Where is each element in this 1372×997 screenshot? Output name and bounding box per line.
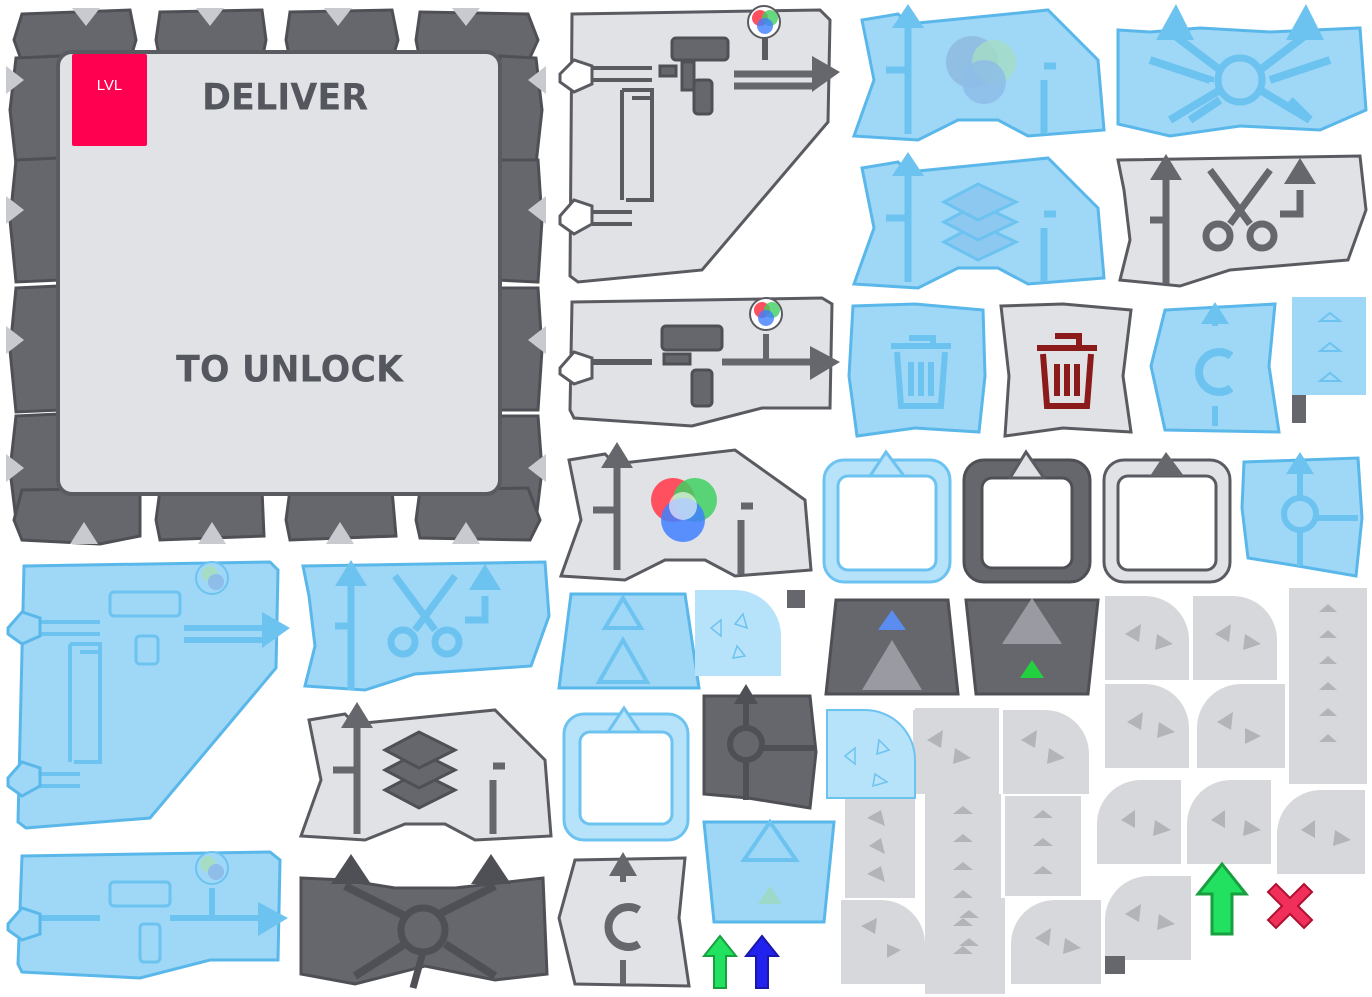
- rotator-blue-building-icon: [1149, 302, 1281, 434]
- blue-arrow-icon: [743, 934, 781, 989]
- belt-tiles: [825, 588, 1370, 997]
- belt-start-blue-icon: [702, 818, 836, 924]
- tunnel-blue-icon: [822, 449, 952, 584]
- painter-building-icon: [558, 5, 840, 284]
- stacker-blue-building-icon: [851, 152, 1106, 290]
- belt-curve-blue-icon: [695, 590, 805, 676]
- belt-end-dark-icon: [824, 598, 960, 696]
- splitter-blue-icon: [1240, 452, 1364, 578]
- deliver-label: DELIVER: [202, 77, 369, 119]
- green-arrow-icon: [701, 934, 739, 989]
- splitter-dark-icon: [702, 684, 818, 810]
- belt-tile-sheet-icon: [826, 588, 1367, 994]
- tunnel-light-icon: [1102, 452, 1232, 584]
- balancer-blue-icon: [1116, 4, 1368, 138]
- red-x-icon: [1266, 882, 1314, 930]
- belt-start-dark-icon: [964, 598, 1100, 696]
- painter-blue-small-building-icon: [6, 850, 288, 980]
- tunnel-small-blue-icon: [562, 705, 690, 842]
- unlock-label: TO UNLOCK: [176, 349, 404, 391]
- blue-belt-strip-icon: [1292, 297, 1366, 423]
- tunnel-dark-icon: [962, 449, 1092, 584]
- green-large-arrow-icon: [1194, 861, 1250, 936]
- mixer-blue-building-icon: [851, 4, 1106, 142]
- trash-light-icon: [999, 302, 1133, 438]
- rotator-building-icon: [557, 852, 691, 988]
- painter-small-building-icon: [558, 296, 840, 428]
- trash-blue-icon: [847, 302, 987, 438]
- mixer-building-icon: [558, 442, 813, 582]
- hub-blue-icon: [557, 592, 701, 690]
- level-badge: LVL: [72, 54, 147, 146]
- cutter-blue-building-icon: [301, 560, 551, 692]
- hub-frame-icon: [6, 8, 546, 546]
- painter-blue-building-icon: [6, 560, 290, 830]
- cutter-building-icon: [1116, 154, 1368, 288]
- level-hub: LVL DELIVER TO UNLOCK: [0, 0, 550, 550]
- stacker-building-icon: [298, 702, 553, 842]
- balancer-dark-icon: [299, 854, 549, 989]
